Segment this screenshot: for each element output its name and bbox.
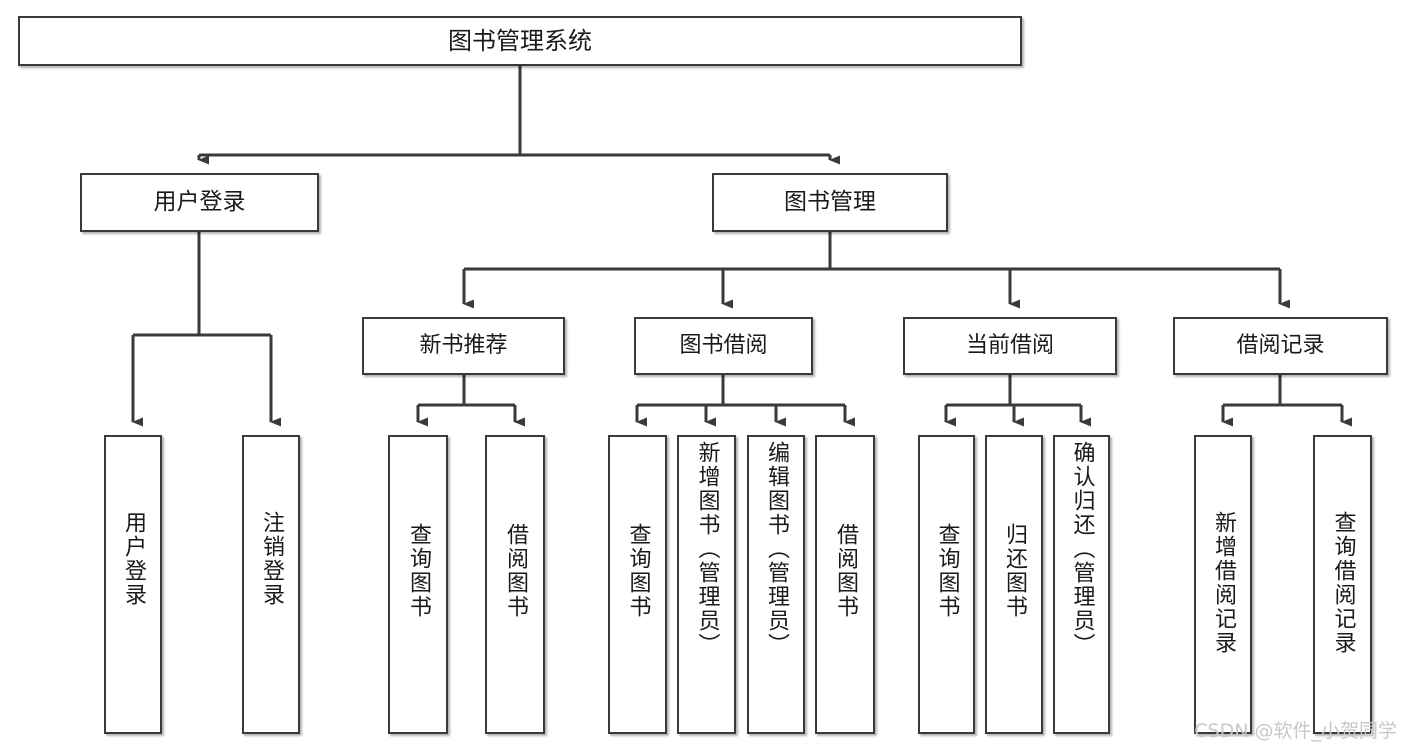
node-leaf-user-login[interactable]: 用户登录 (104, 435, 162, 734)
node-label-leaf-edit-book: 编辑图书（管理员） (764, 441, 789, 657)
node-book-borrow[interactable]: 图书借阅 (634, 317, 813, 375)
node-leaf-return-book[interactable]: 归还图书 (985, 435, 1043, 734)
node-new-book-rec[interactable]: 新书推荐 (362, 317, 565, 375)
node-label-leaf-confirm-return: 确认归还（管理员） (1069, 441, 1095, 657)
node-leaf-add-record[interactable]: 新增借阅记录 (1194, 435, 1252, 734)
node-label-leaf-add-book: 新增图书（管理员） (694, 441, 720, 657)
node-leaf-confirm-return[interactable]: 确认归还（管理员） (1053, 435, 1110, 734)
node-leaf-query-record[interactable]: 查询借阅记录 (1313, 435, 1372, 734)
node-leaf-query-book-cur[interactable]: 查询图书 (918, 435, 975, 734)
node-root[interactable]: 图书管理系统 (18, 16, 1022, 66)
node-label-leaf-query-book-rec: 查询图书 (406, 523, 431, 619)
node-label-current-borrow: 当前借阅 (965, 333, 1054, 359)
node-label-root: 图书管理系统 (448, 26, 592, 55)
node-leaf-edit-book[interactable]: 编辑图书（管理员） (747, 435, 805, 734)
node-user-login[interactable]: 用户登录 (80, 173, 319, 232)
node-leaf-borrow-book-rec[interactable]: 借阅图书 (485, 435, 545, 734)
node-borrow-record[interactable]: 借阅记录 (1173, 317, 1388, 375)
node-label-leaf-borrow-book: 借阅图书 (833, 523, 858, 619)
node-label-leaf-user-logout: 注销登录 (259, 511, 284, 607)
node-label-book-borrow: 图书借阅 (679, 333, 768, 359)
watermark-text: CSDN @软件_小贺同学 (1194, 720, 1397, 742)
node-label-new-book-rec: 新书推荐 (419, 333, 508, 359)
node-leaf-borrow-book[interactable]: 借阅图书 (815, 435, 875, 734)
node-leaf-query-book[interactable]: 查询图书 (608, 435, 667, 734)
node-label-leaf-query-record: 查询借阅记录 (1330, 511, 1356, 655)
node-label-leaf-query-book-cur: 查询图书 (934, 523, 960, 619)
node-label-leaf-user-login: 用户登录 (121, 511, 146, 607)
node-label-book-manage: 图书管理 (784, 188, 876, 215)
node-label-leaf-return-book: 归还图书 (1002, 523, 1027, 619)
node-label-leaf-add-record: 新增借阅记录 (1211, 511, 1236, 655)
node-label-leaf-borrow-book-rec: 借阅图书 (503, 523, 528, 619)
node-current-borrow[interactable]: 当前借阅 (903, 317, 1117, 375)
node-leaf-user-logout[interactable]: 注销登录 (242, 435, 300, 734)
node-leaf-query-book-rec[interactable]: 查询图书 (388, 435, 448, 734)
node-label-user-login: 用户登录 (153, 188, 246, 215)
node-leaf-add-book[interactable]: 新增图书（管理员） (677, 435, 736, 734)
node-book-manage[interactable]: 图书管理 (712, 173, 948, 232)
node-label-leaf-query-book: 查询图书 (625, 523, 651, 619)
node-label-borrow-record: 借阅记录 (1236, 333, 1325, 359)
